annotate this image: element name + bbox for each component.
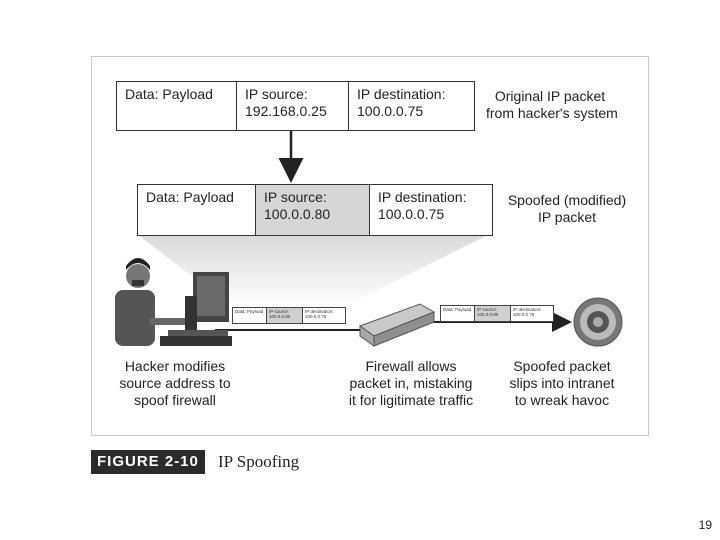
firewall-caption-line2: packet in, mistaking: [349, 375, 473, 391]
original-caption-line1: Original IP packet: [494, 88, 606, 104]
spoofed-caption-line2: IP packet: [537, 209, 597, 225]
page-number: 19: [698, 518, 712, 532]
firewall-caption: Firewall allows packet in, mistaking it …: [336, 358, 486, 409]
original-caption-line2: from hacker's system: [486, 105, 618, 121]
spoofed-packet-caption: Spoofed (modified) IP packet: [503, 192, 631, 226]
hacker-caption-line1: Hacker modifies: [124, 358, 226, 374]
spoofed-packet: Data: Payload IP source: 100.0.0.80 IP d…: [137, 184, 493, 236]
spoofed-dest-cell: IP destination: 100.0.0.75: [370, 185, 492, 235]
spoofed-dest-value: 100.0.0.75: [378, 206, 445, 222]
original-dest-value: 100.0.0.75: [357, 103, 424, 119]
spoofed-dest-label: IP destination:: [378, 189, 467, 205]
computer-icon: [160, 272, 232, 346]
firewall-caption-line3: it for ligitimate traffic: [348, 392, 474, 408]
small-right-source: IP source: 100.0.0.80: [475, 306, 511, 321]
figure-label: FIGURE 2-10: [91, 450, 205, 474]
original-source-value: 192.168.0.25: [245, 103, 327, 119]
spoofed-source-cell: IP source: 100.0.0.80: [256, 185, 370, 235]
original-payload-cell: Data: Payload: [117, 82, 237, 130]
firewall-caption-line1: Firewall allows: [365, 358, 457, 374]
figure-title: IP Spoofing: [218, 452, 300, 471]
spoofed-payload-cell: Data: Payload: [138, 185, 256, 235]
original-source-label: IP source:: [245, 86, 308, 102]
spoofed-payload-text: Data: Payload: [146, 189, 234, 205]
spoofed-caption-line1: Spoofed (modified): [507, 192, 627, 208]
small-left-dest: IP destination: 100.0.0.75: [305, 309, 334, 319]
small-right-dest: IP destination: 100.0.0.75: [513, 307, 542, 317]
intranet-caption: Spoofed packet slips into intranet to wr…: [500, 358, 624, 409]
hacker-figure-icon: [115, 258, 188, 346]
small-packet-right: Data: Payload IP source: 100.0.0.80 IP d…: [440, 305, 554, 322]
small-left-source: IP source: 100.0.0.80: [267, 308, 303, 323]
small-packet-left: Data: Payload IP source: 100.0.0.80 IP d…: [232, 307, 346, 324]
original-dest-label: IP destination:: [357, 86, 446, 102]
hacker-caption-line3: spoof firewall: [134, 392, 216, 408]
original-packet-caption: Original IP packet from hacker's system: [486, 88, 618, 122]
small-right-payload: Data: Payload: [441, 306, 475, 321]
original-dest-cell: IP destination: 100.0.0.75: [349, 82, 474, 130]
original-payload-text: Data: Payload: [125, 86, 213, 102]
hacker-caption-line2: source address to: [119, 375, 231, 391]
spoofed-source-label: IP source:: [264, 189, 327, 205]
original-source-cell: IP source: 192.168.0.25: [237, 82, 349, 130]
hacker-caption: Hacker modifies source address to spoof …: [116, 358, 234, 409]
intranet-caption-line1: Spoofed packet: [513, 358, 611, 374]
small-left-payload: Data: Payload: [233, 308, 267, 323]
intranet-caption-line3: to wreak havoc: [514, 392, 610, 408]
target-icon: [573, 297, 623, 347]
original-packet: Data: Payload IP source: 192.168.0.25 IP…: [116, 81, 475, 131]
spoofed-source-value: 100.0.0.80: [264, 206, 331, 222]
intranet-caption-line2: slips into intranet: [509, 375, 615, 391]
firewall-icon: [358, 303, 436, 347]
